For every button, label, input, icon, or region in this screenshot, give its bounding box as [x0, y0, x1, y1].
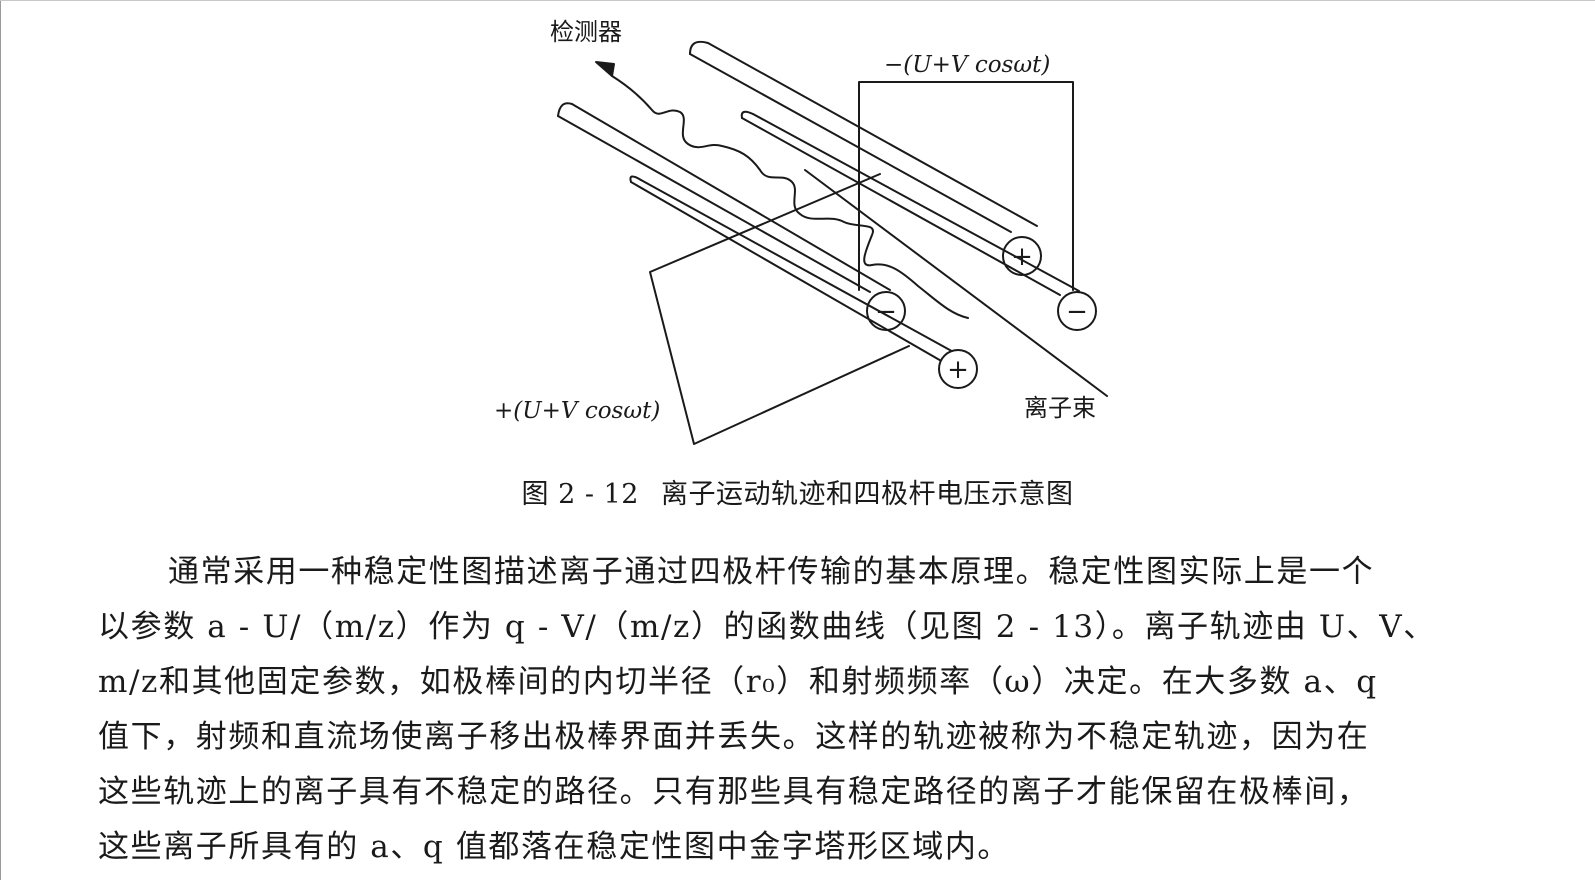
- pole-sign-upper-right: +: [1011, 242, 1033, 272]
- page-top-border: [0, 0, 1595, 1]
- paragraph-line: 这些轨迹上的离子具有不稳定的路径。只有那些具有稳定路径的离子才能保留在极棒间，: [98, 774, 1370, 810]
- body-paragraph: 通常采用一种稳定性图描述离子通过四极杆传输的基本原理。稳定性图实际上是一个 以参…: [98, 545, 1496, 875]
- ion-trajectory: [611, 75, 969, 319]
- ion-beam-label: 离子束: [1024, 394, 1096, 422]
- rod-lower-left-minus: [557, 102, 906, 331]
- rod-middle-right: [740, 110, 1097, 331]
- pole-sign-lower-left-plus: +: [947, 355, 969, 385]
- paragraph-line: 以参数 a - U/（m/z）作为 q - V/（m/z）的函数曲线（见图 2 …: [98, 609, 1436, 645]
- rod-lower-left-plus: [629, 175, 978, 389]
- pole-sign-lower-left-minus: −: [875, 297, 897, 327]
- paragraph-line: m/z和其他固定参数，如极棒间的内切半径（r₀）和射频频率（ω）决定。在大多数 …: [98, 664, 1378, 700]
- top-voltage-label: −(U+V cosωt): [884, 52, 1050, 78]
- detector-arrowhead: [595, 61, 615, 77]
- figure-caption: 图 2 - 12 离子运动轨迹和四极杆电压示意图: [0, 472, 1595, 511]
- caption-title: 离子运动轨迹和四极杆电压示意图: [660, 479, 1074, 510]
- detector-label: 检测器: [550, 18, 622, 46]
- paragraph-line: 这些离子所具有的 a、q 值都落在稳定性图中金字塔形区域内。: [98, 829, 1011, 865]
- page-left-border: [0, 0, 1, 880]
- ion-beam-line: [804, 169, 1108, 397]
- paragraph-line: 值下，射频和直流场使离子移出极棒界面并丢失。这样的轨迹被称为不稳定轨迹，因为在: [98, 719, 1370, 755]
- lower-voltage-wire: [649, 173, 910, 445]
- paragraph-line: 通常采用一种稳定性图描述离子通过四极杆传输的基本原理。稳定性图实际上是一个: [168, 554, 1375, 590]
- quadrupole-figure: + − − + 检测器 −(U+V cosωt) +(U+V cosωt) 离子…: [494, 18, 1108, 445]
- upper-voltage-wire: [858, 81, 1074, 291]
- pole-sign-middle-right: −: [1066, 297, 1088, 327]
- bottom-voltage-label: +(U+V cosωt): [494, 398, 660, 424]
- caption-number: 图 2 - 12: [521, 479, 639, 510]
